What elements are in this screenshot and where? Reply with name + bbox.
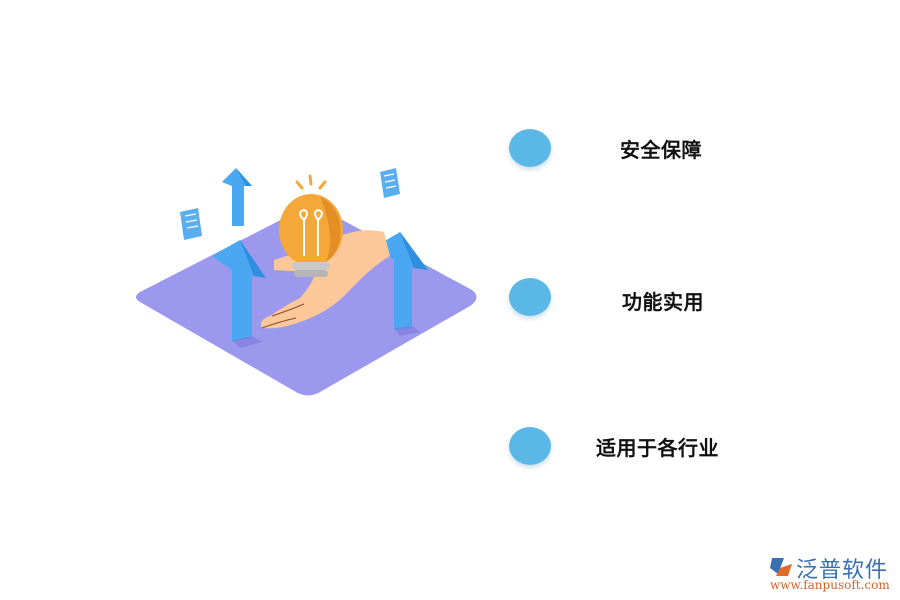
- document-icon: [180, 208, 202, 240]
- document-icon: [380, 168, 400, 198]
- feature-bullet: [509, 129, 551, 167]
- logo-title: 泛普软件: [796, 558, 889, 583]
- feature-label-practical: 功能实用: [622, 290, 704, 314]
- feature-bullet: [509, 278, 551, 316]
- feature-label-industries: 适用于各行业: [596, 436, 719, 460]
- arrow-up-icon: [222, 168, 252, 226]
- logo: 泛普软件 www.fanpusoft.com: [766, 552, 896, 596]
- lightbulb-icon: [279, 174, 343, 277]
- arrow-up-icon: [376, 232, 428, 336]
- logo-mark-icon: [770, 558, 792, 576]
- feature-bullet: [509, 427, 551, 465]
- logo-url: www.fanpusoft.com: [770, 578, 890, 592]
- arrow-up-icon: [212, 240, 266, 348]
- feature-label-security: 安全保障: [620, 138, 702, 162]
